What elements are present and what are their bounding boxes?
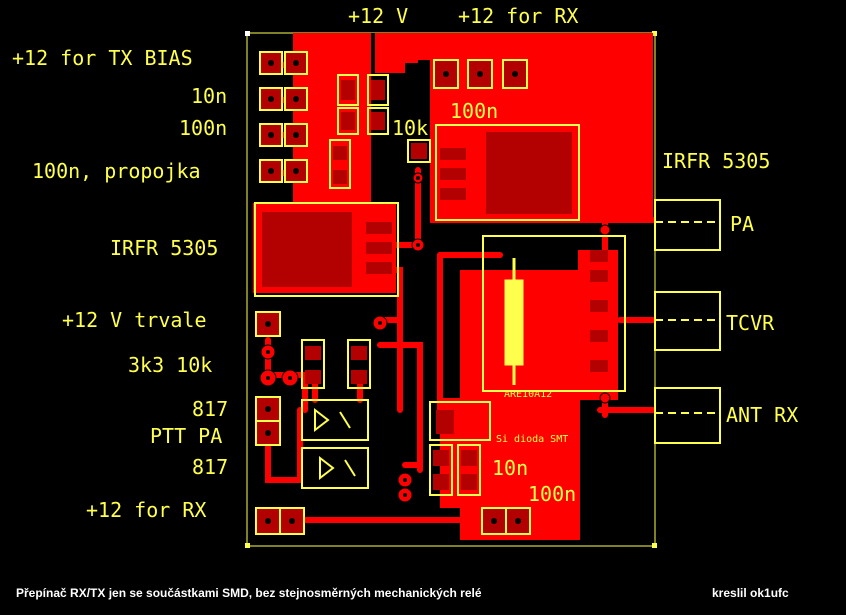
pad-holes [265,60,521,524]
label-relay-part: ARE10A12 [504,389,553,400]
board-corner-tl [245,31,250,36]
label-ptt-pa: PTT PA [150,424,223,448]
label-plus12-for-rx-top: +12 for RX [458,4,579,28]
label-tcvr: TCVR [726,311,775,335]
label-pa: PA [730,212,755,236]
label-100n-propojka: 100n, propojka [32,159,201,183]
label-plus12-for-rx-bottom: +12 for RX [86,498,207,522]
ic-pads [262,80,608,490]
via-holes [266,176,420,497]
traces [262,62,656,523]
label-plus12v: +12 V [348,4,409,28]
label-irfr-left: IRFR 5305 [110,236,219,260]
relay-body [504,279,524,366]
label-ant-rx: ANT RX [726,403,799,427]
caption-description: Přepínač RX/TX jen se součástkami SMD, b… [16,586,482,600]
label-100n-bottom: 100n [528,482,577,506]
label-817-b: 817 [192,455,229,479]
optocoupler-symbols [314,407,356,481]
label-plus12v-trvale: +12 V trvale [62,308,207,332]
board-corner-tr [652,31,657,36]
label-10k: 10k [392,116,429,140]
label-irfr-right: IRFR 5305 [662,149,771,173]
label-3k3-10k: 3k3 10k [128,353,213,377]
label-si-dioda: Si dioda SMT [496,434,569,445]
label-817-a: 817 [192,397,229,421]
label-plus12-tx-bias: +12 for TX BIAS [12,46,193,70]
label-100n-top: 100n [450,99,499,123]
board-corner-br [652,543,657,548]
label-10n-bottom: 10n [492,456,529,480]
board-corner-bl [245,543,250,548]
label-10n-left: 10n [191,84,228,108]
sma-connectors [654,199,721,444]
silkscreen [254,74,626,496]
caption-author: kreslil ok1ufc [712,586,789,600]
label-100n-left: 100n [179,116,228,140]
